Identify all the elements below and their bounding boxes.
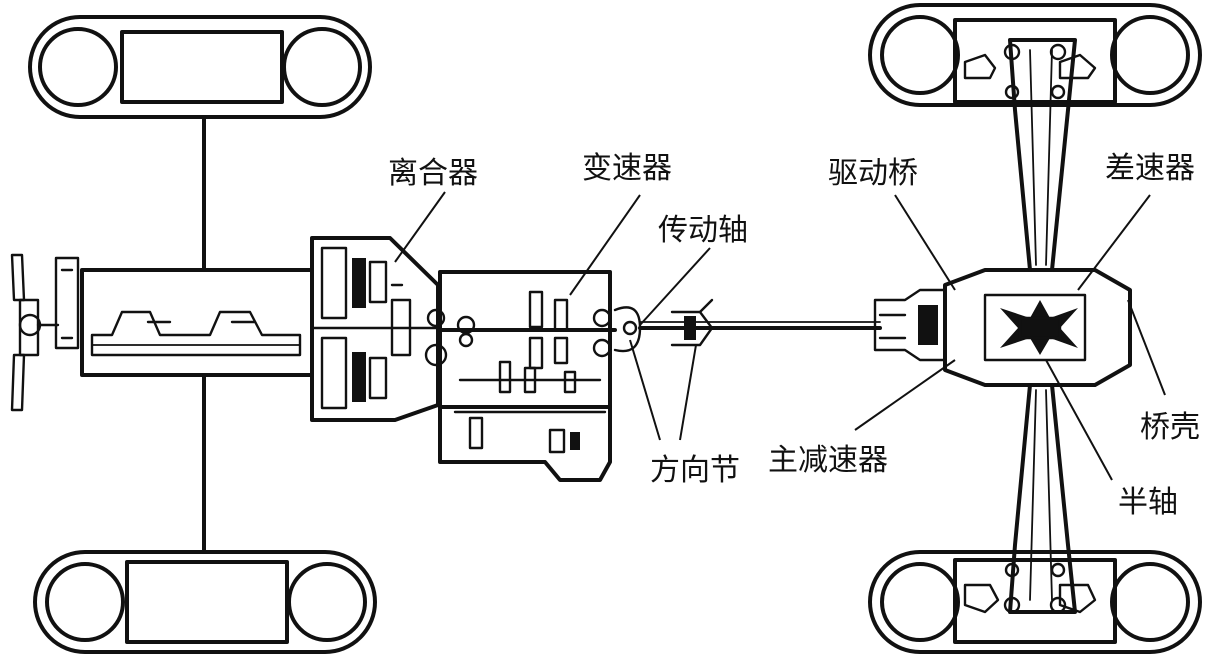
clutch-assembly [310, 236, 442, 422]
leader-final-drive [854, 359, 956, 431]
leader-differential [1077, 194, 1151, 291]
leader-ujoint-2 [679, 344, 697, 441]
label-gearbox: 变速器 [582, 151, 672, 186]
leader-ujoint-1 [629, 339, 661, 441]
label-drive-axle: 驱动桥 [828, 156, 918, 191]
leader-drive-axle [894, 194, 956, 291]
leader-axle-housing [1127, 299, 1166, 396]
label-half-shaft: 半轴 [1118, 485, 1178, 520]
leader-clutch [394, 191, 446, 263]
rear-left-wheel [868, 3, 1202, 107]
front-universal-joint [613, 306, 642, 353]
rear-universal-joint [670, 298, 714, 347]
front-left-wheel [28, 15, 372, 119]
label-differential: 差速器 [1105, 151, 1195, 186]
label-clutch: 离合器 [388, 156, 478, 191]
engine-block [80, 268, 314, 377]
differential-housing [943, 268, 1132, 387]
cooling-fan [10, 253, 80, 412]
axle-housing-upper [1008, 38, 1077, 272]
label-axle-housing: 桥壳 [1140, 410, 1200, 445]
label-drive-shaft: 传动轴 [658, 213, 748, 248]
final-drive-input [873, 288, 947, 362]
label-final-drive: 主减速器 [768, 443, 888, 478]
label-universal-joint: 方向节 [650, 453, 740, 488]
leader-drive-shaft [639, 247, 711, 326]
axle-housing-lower [1008, 383, 1077, 614]
gearbox-housing [424, 270, 617, 482]
leader-lines [394, 191, 1166, 481]
leader-half-shaft [1045, 359, 1113, 481]
leader-gearbox [569, 194, 641, 296]
drive-shaft [638, 321, 882, 330]
rear-right-wheel [868, 550, 1202, 654]
front-right-wheel [33, 550, 377, 654]
